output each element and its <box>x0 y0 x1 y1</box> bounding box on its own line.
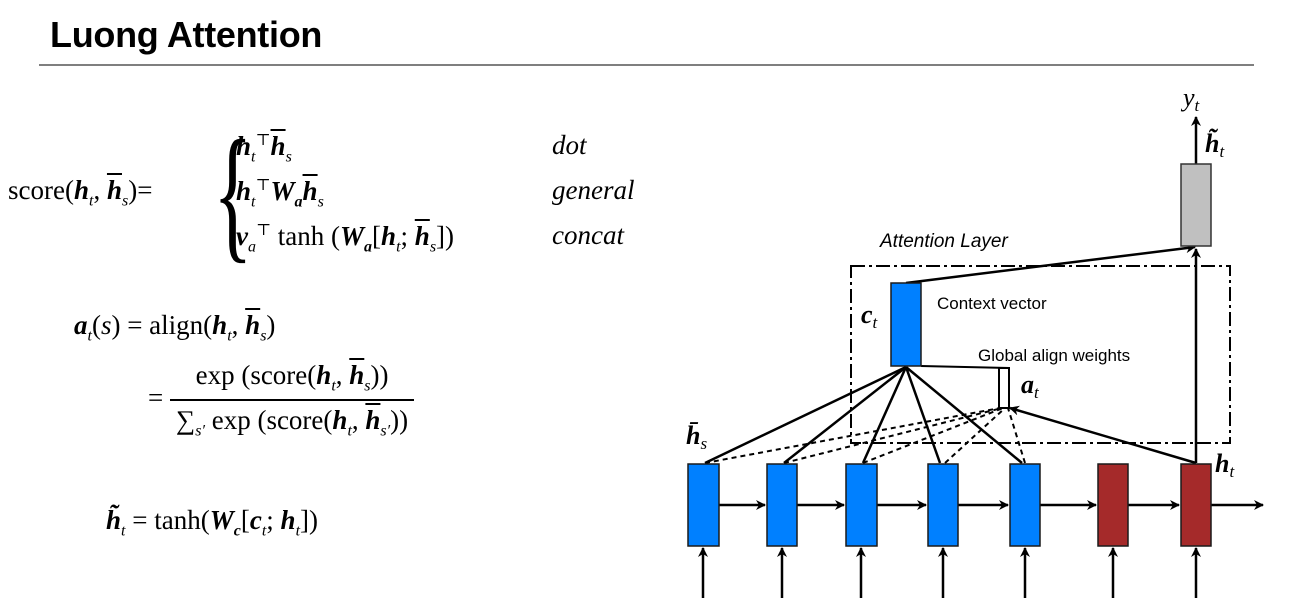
encoder-states <box>687 463 1041 547</box>
context-vector-box <box>890 282 922 367</box>
attentional-state-box <box>1180 163 1212 247</box>
align-dashed-lines <box>704 407 1026 464</box>
score-label-concat: concat <box>552 220 624 250</box>
context-symbol-label: ct <box>861 300 879 332</box>
context-vector-label: Context vector <box>937 294 1047 313</box>
title-divider <box>39 64 1254 66</box>
encoder-state <box>927 463 959 547</box>
softmax-fraction: exp (score(ht, hs)) ∑s′ exp (score(ht, h… <box>169 360 415 441</box>
align-symbol-label: at <box>1021 370 1040 402</box>
score-label-general: general <box>552 175 635 205</box>
cases-brace: { <box>213 110 253 276</box>
align-weights-bar <box>998 367 1010 409</box>
attention-layer-box <box>850 265 1231 444</box>
align-to-context-line <box>920 365 1010 369</box>
attentional-state-label: h̃t <box>1205 128 1225 161</box>
decoder-state-current <box>1180 463 1212 547</box>
encoder-state <box>1009 463 1041 547</box>
score-case-concat: va⊤ tanh (Wa[ht; hs]) <box>236 221 455 256</box>
input-arrows <box>698 547 1201 598</box>
attentional-hidden-equation: h̃t = tanh(Wc[ct; ht]) <box>106 505 318 540</box>
encoder-state <box>766 463 798 547</box>
source-symbol-label: h̄s <box>686 421 707 453</box>
context-lines <box>704 365 1023 465</box>
global-align-weights-label: Global align weights <box>978 346 1130 365</box>
output-label: yt <box>1180 83 1201 115</box>
decoder-states <box>1097 463 1212 547</box>
score-label-dot: dot <box>552 130 587 160</box>
encoder-state <box>687 463 720 547</box>
slide-title: Luong Attention <box>50 14 323 55</box>
score-equation: score(ht, hs)= <box>8 175 153 210</box>
score-case-general: ht⊤Wahs <box>236 176 324 211</box>
score-case-dot: ht⊤hs <box>236 131 292 166</box>
attention-layer-label: Attention Layer <box>879 231 1008 252</box>
decoder-state <box>1097 463 1129 547</box>
align-equation-line2: = exp (score(ht, hs)) ∑s′ exp (score(ht,… <box>148 360 415 441</box>
target-symbol-label: ht <box>1215 449 1235 481</box>
target-to-align-line <box>1009 405 1197 465</box>
encoder-state <box>845 463 878 547</box>
context-to-attentional-line <box>905 243 1196 285</box>
align-equation-line1: at(s) = align(ht, hs) <box>74 310 276 345</box>
